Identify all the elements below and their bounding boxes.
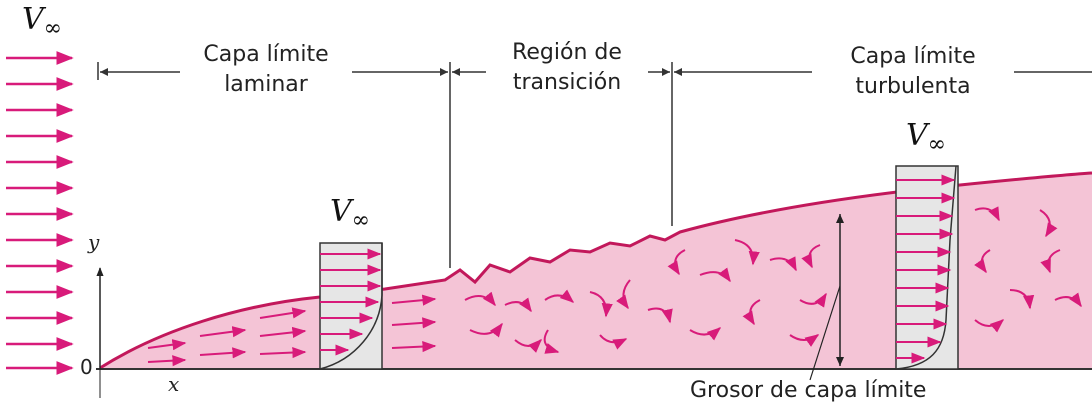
laminar-profile-curve	[319, 243, 383, 370]
freestream-arrows	[6, 51, 74, 375]
turbulent-region-label: Capa límite turbulenta	[812, 42, 1014, 102]
thickness-leader	[809, 285, 841, 381]
transition-region-label: Región de transición	[486, 38, 648, 98]
boundary-layer-edge	[99, 171, 1092, 370]
laminar-region-label: Capa límite laminar	[180, 40, 352, 100]
origin-label: 0	[80, 355, 93, 379]
turbulent-profile-arrows	[896, 174, 956, 364]
turbulent-eddies	[464, 206, 1082, 354]
laminar-flow-arrows	[147, 294, 437, 367]
laminar-profile-velocity-label: V∞	[330, 194, 370, 234]
thickness-label: Grosor de capa límite	[690, 378, 927, 403]
turbulent-profile-velocity-label: V∞	[906, 118, 946, 158]
laminar-profile-arrows	[320, 248, 382, 356]
freestream-velocity-label: V∞	[22, 2, 62, 42]
x-axis-label: x	[168, 372, 180, 396]
y-axis-label: y	[88, 230, 100, 254]
